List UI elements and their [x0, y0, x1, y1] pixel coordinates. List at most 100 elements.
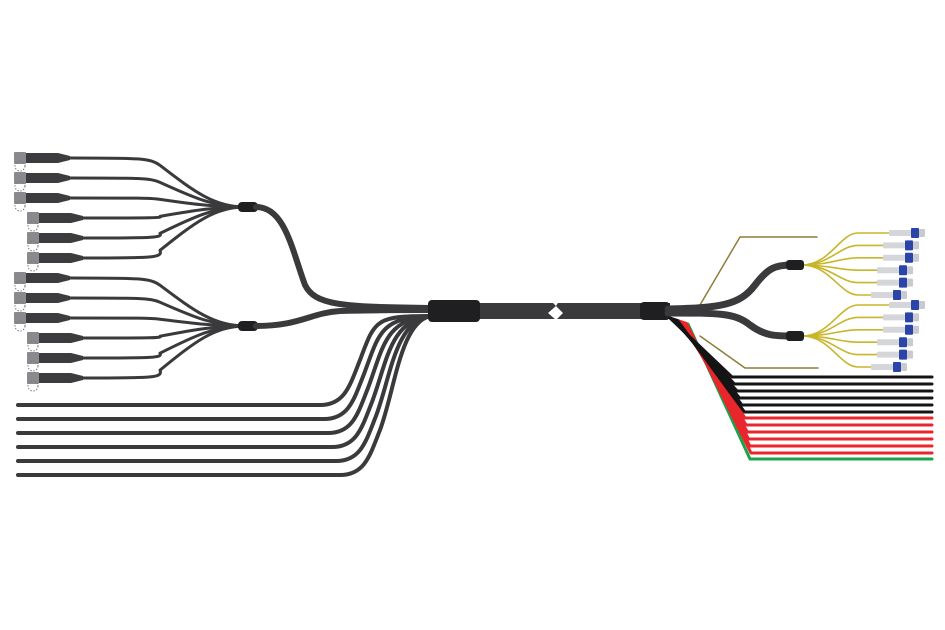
- breakout-cable: [68, 316, 247, 328]
- connector-coupling: [14, 272, 26, 284]
- connector-coupling: [14, 192, 26, 204]
- connector-chain: [14, 180, 26, 192]
- lc-connector-body: [899, 349, 907, 360]
- length-break-mark: [548, 298, 563, 326]
- connector-coupling: [27, 212, 39, 224]
- fiber-breakout-boot: [786, 331, 804, 341]
- connector-chain: [27, 380, 39, 392]
- connector-body: [39, 253, 83, 263]
- sub-cable-lower: [253, 307, 433, 329]
- connector-chain: [14, 200, 26, 212]
- breakout-cable: [68, 276, 247, 328]
- flat-cable: [16, 314, 432, 449]
- breakout-cable: [68, 296, 247, 328]
- strength-member-upper: [699, 236, 818, 306]
- breakout-cable: [81, 324, 247, 380]
- connector-body: [26, 273, 70, 283]
- strength-member-lower: [699, 335, 819, 369]
- conductor-wire: [668, 316, 934, 379]
- lc-connector-boot: [883, 326, 905, 333]
- fiber-subcable-lower: [664, 309, 796, 340]
- connector-body: [39, 233, 83, 243]
- connector-chain: [27, 360, 39, 372]
- flat-cable: [16, 314, 432, 463]
- breakout-cable: [81, 324, 247, 340]
- connector-coupling: [27, 252, 39, 264]
- lc-connector-boot: [889, 230, 911, 236]
- flat-cable: [16, 314, 432, 435]
- trunk-cable: [430, 303, 670, 319]
- lc-connector-body: [905, 324, 913, 335]
- connector-coupling: [27, 372, 39, 384]
- connector-chain: [14, 280, 26, 292]
- breakout-cable: [81, 205, 247, 240]
- connector-coupling: [14, 312, 26, 324]
- fiber-strand: [801, 264, 874, 296]
- connector-body: [39, 353, 83, 363]
- lc-connector-ferrule: [907, 350, 913, 359]
- connector-coupling: [27, 332, 39, 344]
- lc-connector-body: [899, 337, 907, 348]
- fiber-strand: [801, 335, 874, 368]
- lc-connector-body: [893, 362, 901, 372]
- lc-connector-ferrule: [907, 278, 913, 287]
- lc-connector-boot: [877, 339, 899, 346]
- trunk-boot-left: [428, 300, 480, 322]
- lc-connector-ferrule: [913, 313, 919, 322]
- lc-connector-ferrule: [913, 241, 919, 250]
- connector-body: [39, 373, 83, 383]
- lc-connector-body: [893, 290, 901, 300]
- lc-connector-body: [905, 252, 913, 263]
- connector-body: [26, 153, 70, 163]
- connector-coupling: [14, 172, 26, 184]
- flat-cable: [16, 314, 432, 421]
- fiber-strand: [801, 257, 886, 266]
- lc-connector-boot: [883, 314, 905, 321]
- lc-connector-ferrule: [913, 253, 919, 262]
- lc-connector-boot: [877, 279, 899, 286]
- connector-body: [26, 313, 70, 323]
- lc-connector-boot: [877, 351, 899, 358]
- lc-connector-body: [899, 265, 907, 276]
- lc-connector-boot: [871, 364, 893, 370]
- breakout-cable: [68, 156, 247, 209]
- flat-cable: [16, 314, 432, 407]
- lc-connector-boot: [889, 302, 911, 308]
- lc-connector-ferrule: [919, 229, 925, 237]
- connector-chain: [27, 260, 39, 272]
- breakout-boot: [238, 202, 258, 212]
- breakout-cable: [81, 205, 247, 260]
- connector-chain: [27, 240, 39, 252]
- connector-chain: [27, 340, 39, 352]
- lc-connector-body: [905, 312, 913, 323]
- breakout-cable: [68, 196, 247, 209]
- connector-body: [26, 293, 70, 303]
- lc-connector-body: [905, 240, 913, 251]
- connector-coupling: [14, 292, 26, 304]
- breakout-boot: [238, 321, 258, 331]
- connector-chain: [27, 220, 39, 232]
- lc-connector-ferrule: [919, 301, 925, 309]
- lc-connector-boot: [877, 267, 899, 274]
- flat-cable: [16, 314, 432, 477]
- lc-connector-boot: [871, 292, 893, 298]
- connector-coupling: [14, 152, 26, 164]
- connector-chain: [14, 320, 26, 332]
- connector-chain: [14, 160, 26, 172]
- lc-connector-body: [911, 300, 919, 310]
- connector-body: [26, 173, 70, 183]
- connector-body: [39, 333, 83, 343]
- connector-body: [26, 193, 70, 203]
- lc-connector-ferrule: [907, 266, 913, 275]
- lc-connector-body: [911, 228, 919, 238]
- connector-body: [39, 213, 83, 223]
- lc-connector-boot: [883, 242, 905, 249]
- trunk-boot-right: [640, 302, 670, 320]
- fiber-strand: [801, 232, 892, 266]
- lc-connector-body: [899, 277, 907, 288]
- connector-chain: [14, 300, 26, 312]
- lc-connector-ferrule: [907, 338, 913, 347]
- lc-connector-ferrule: [901, 291, 907, 299]
- breakout-cable: [68, 176, 247, 209]
